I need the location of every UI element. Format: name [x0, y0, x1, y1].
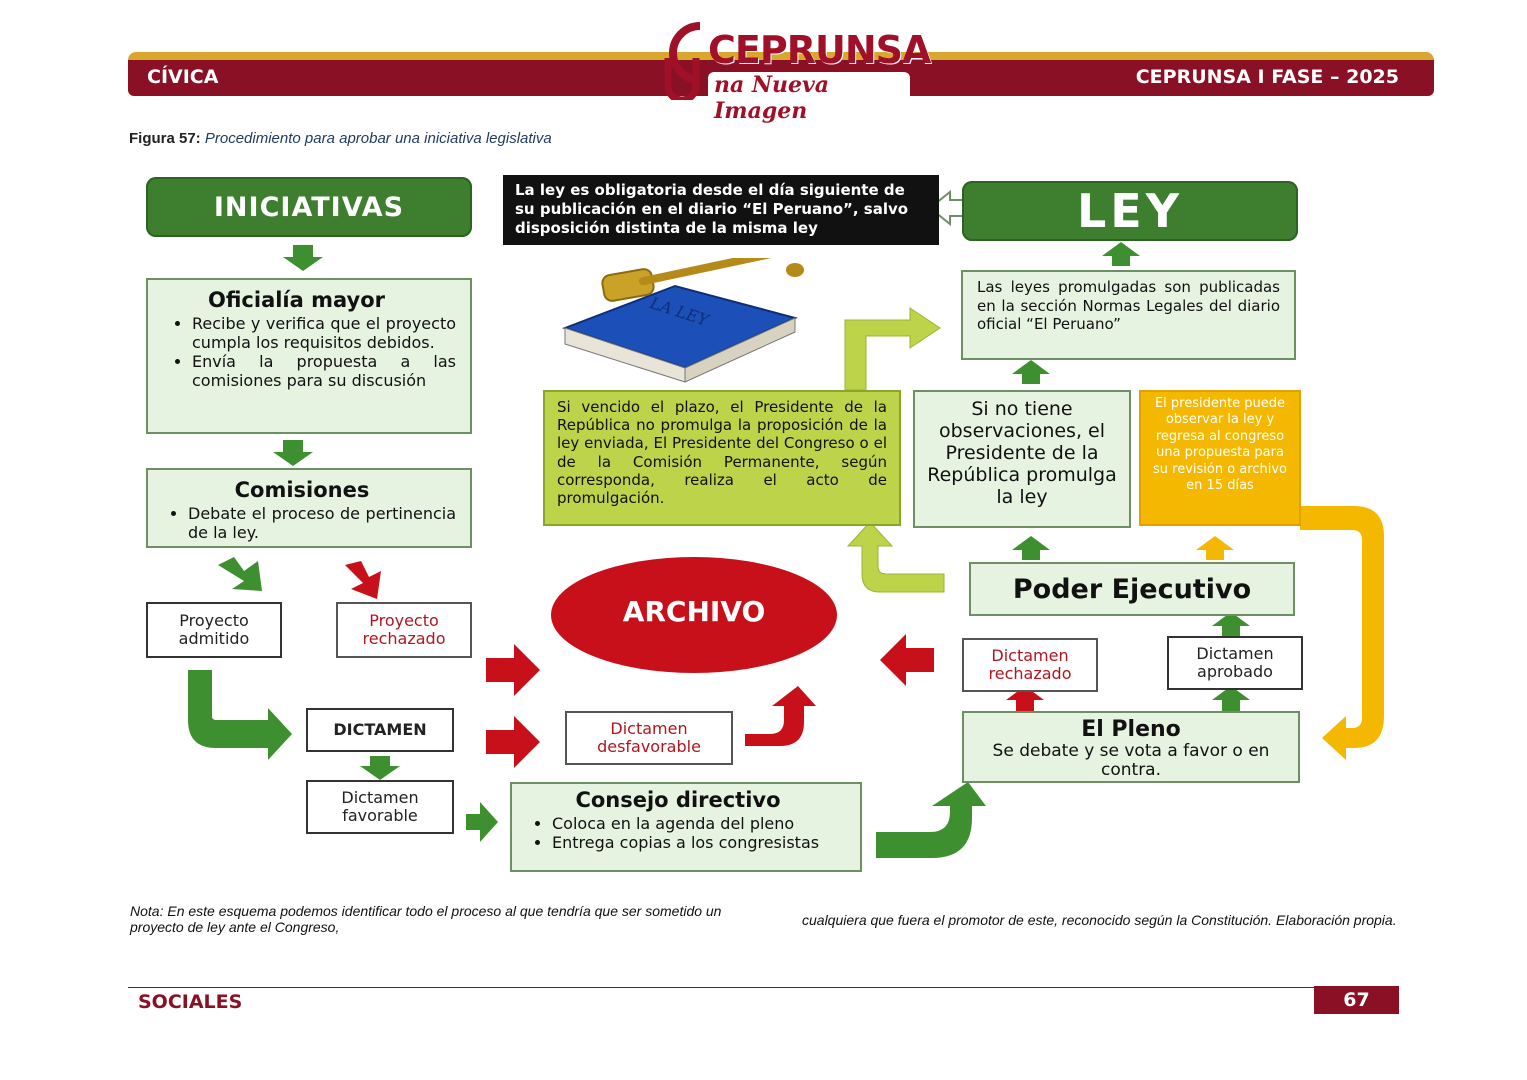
comisiones-item-1: Debate el proceso de pertinencia de la l…	[188, 504, 456, 542]
iniciativas-header: INICIATIVAS	[146, 177, 472, 237]
nota-right: cualquiera que fuera el promotor de este…	[802, 912, 1397, 928]
archivo-label: ARCHIVO	[622, 595, 766, 628]
arrow-up-rechazado	[1006, 686, 1044, 712]
comisiones-box: Comisiones Debate el proceso de pertinen…	[146, 468, 472, 548]
logo-tagline: na Nueva Imagen	[708, 72, 910, 124]
proyecto-rechazado-box: Proyecto rechazado	[336, 602, 472, 658]
figure-label: Figura 57:	[129, 130, 201, 147]
arrow-red-right-1	[486, 644, 540, 696]
arrow-olive-ejecutivo-to-vencido	[846, 521, 945, 593]
arrow-curve-admitido	[188, 670, 292, 760]
figure-caption: Figura 57: Procedimiento para aprobar un…	[129, 130, 552, 147]
arrow-white-ley-note	[928, 189, 965, 227]
vencido-plazo-box: Si vencido el plazo, el Presidente de la…	[543, 390, 901, 526]
logo-brand: CEPRUNSA	[708, 28, 931, 72]
observa-box: El presidente puede observar la ley y re…	[1139, 390, 1301, 526]
figure-title: Procedimiento para aprobar una iniciativ…	[204, 130, 552, 147]
consejo-title: Consejo directivo	[575, 788, 781, 812]
archivo-ellipse	[551, 557, 837, 673]
arrow-up-promulga	[1012, 536, 1050, 560]
arrow-green-curve-pleno	[876, 782, 986, 858]
dictamen-aprobado-box: Dictamen aprobado	[1167, 636, 1303, 690]
pleno-title: El Pleno	[1081, 717, 1181, 742]
consejo-directivo-box: Consejo directivo Coloca en la agenda de…	[510, 782, 862, 872]
dictamen-box: DICTAMEN	[306, 708, 454, 752]
arrow-up-ley	[1102, 242, 1140, 266]
ley-obligatoria-note: La ley es obligatoria desde el día sigui…	[503, 175, 939, 245]
sin-observaciones-box: Si no tiene observaciones, el Presidente…	[913, 390, 1131, 528]
oficialia-item-2: Envía la propuesta a las comisiones para…	[192, 352, 456, 390]
arrow-olive-up-to-publicadas	[844, 307, 941, 391]
arrow-up-ejecutivo	[1212, 612, 1250, 636]
arrow-up-observa	[1196, 536, 1234, 560]
header-subject: CÍVICA	[147, 66, 219, 88]
dictamen-favorable-box: Dictamen favorable	[306, 780, 454, 834]
footer-rule	[128, 987, 1399, 988]
header-course: CEPRUNSA I FASE – 2025	[1135, 66, 1399, 88]
arrow-up-aprobado	[1212, 686, 1250, 712]
arrow-up-publicadas	[1012, 360, 1050, 384]
page-number: 67	[1314, 986, 1399, 1014]
logo-cu-mark	[664, 22, 701, 100]
proyecto-admitido-box: Proyecto admitido	[146, 602, 282, 658]
ceprunsa-logo: CEPRUNSA na Nueva Imagen	[660, 18, 931, 124]
consejo-item-1: Coloca en la agenda del pleno	[552, 814, 844, 833]
arrow-down-dictamen	[360, 756, 400, 780]
arrow-red-left	[880, 634, 934, 686]
comisiones-title: Comisiones	[234, 478, 370, 502]
pleno-text: Se debate y se vota a favor o en contra.	[992, 741, 1270, 780]
el-pleno-box: El Pleno Se debate y se vota a favor o e…	[962, 711, 1300, 783]
arrow-diag-green	[218, 557, 262, 591]
ley-header: LEY	[962, 181, 1298, 241]
arrow-diag-red	[345, 561, 381, 599]
leyes-publicadas-box: Las leyes promulgadas son publicadas en …	[961, 270, 1296, 360]
oficialia-title: Oficialía mayor	[208, 288, 385, 312]
dictamen-desfavorable-box: Dictamen desfavorable	[565, 711, 733, 765]
arrow-green-right-consejo	[466, 802, 498, 842]
arrow-down-2	[273, 440, 313, 466]
arrow-red-curve	[745, 686, 816, 746]
dictamen-rechazado-box: Dictamen rechazado	[962, 638, 1098, 692]
arrow-red-right-2	[486, 716, 540, 768]
nota-left: Nota: En este esquema podemos identifica…	[130, 903, 722, 935]
oficialia-item-1: Recibe y verifica que el proyecto cumpla…	[192, 314, 456, 352]
poder-ejecutivo-box: Poder Ejecutivo	[969, 562, 1295, 616]
footer-subject: SOCIALES	[138, 991, 243, 1013]
consejo-item-2: Entrega copias a los congresistas	[552, 833, 844, 852]
oficialia-mayor-box: Oficialía mayor Recibe y verifica que el…	[146, 278, 472, 434]
arrow-down-1	[283, 245, 323, 271]
law-book-illustration: LA LEY	[562, 258, 804, 383]
arrow-orange-curve	[1300, 506, 1384, 760]
